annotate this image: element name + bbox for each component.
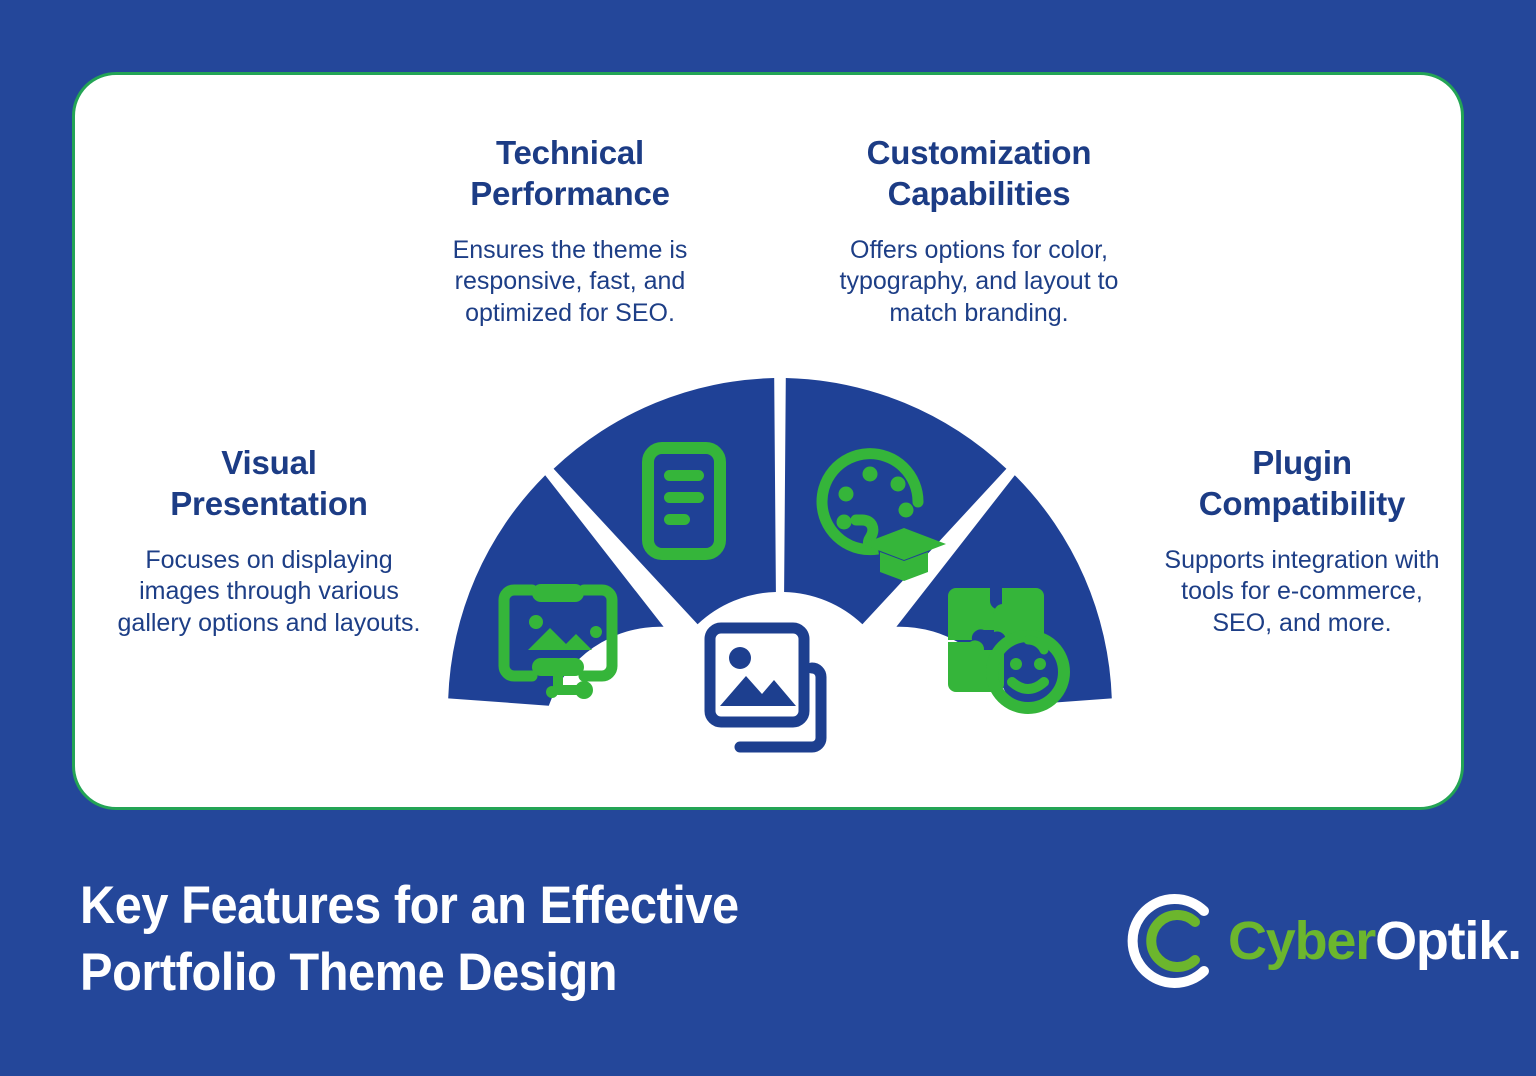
segment-technical-performance[interactable] — [553, 378, 776, 625]
feature-title: Plugin Compatibility — [1198, 444, 1406, 523]
page-title: Key Features for an Effective Portfolio … — [80, 872, 871, 1007]
feature-description: Offers options for color, typography, an… — [839, 235, 1119, 328]
segment-customization-capabilities[interactable] — [784, 378, 1007, 625]
cyberoptik-logo[interactable]: CyberOptik. — [1118, 886, 1522, 996]
palette-graduation-cap-icon — [816, 448, 946, 581]
puzzle-smiley-icon — [948, 588, 1070, 714]
document-lines-icon — [642, 442, 726, 560]
cyberoptik-circle-icon — [1127, 894, 1209, 988]
logo-wordmark: CyberOptik. — [1228, 910, 1522, 972]
feature-description: Ensures the theme is responsive, fast, a… — [452, 235, 688, 328]
feature-description: Supports integration with tools for e-co… — [1164, 545, 1440, 638]
logo-text-optik: Optik. — [1375, 911, 1522, 971]
headline-line-2: Portfolio Theme Design — [80, 943, 618, 1003]
feature-title: Customization Capabilities — [866, 134, 1092, 213]
photos-stack-icon — [702, 620, 836, 756]
feature-customization-capabilities: Customization Capabilities Offers option… — [832, 132, 1126, 330]
feature-title: Technical Performance — [470, 134, 670, 213]
feature-title: Visual Presentation — [170, 444, 368, 523]
feature-plugin-compatibility: Plugin Compatibility Supports integratio… — [1152, 442, 1452, 640]
headline-line-1: Key Features for an Effective — [80, 876, 739, 935]
half-donut-chart — [432, 378, 1128, 718]
feature-description: Focuses on displaying images through var… — [117, 545, 421, 638]
feature-technical-performance: Technical Performance Ensures the theme … — [424, 132, 716, 330]
gallery-image-icon — [498, 584, 618, 699]
feature-visual-presentation: Visual Presentation Focuses on displayin… — [104, 442, 434, 640]
logo-text-cyber: Cyber — [1228, 911, 1376, 971]
